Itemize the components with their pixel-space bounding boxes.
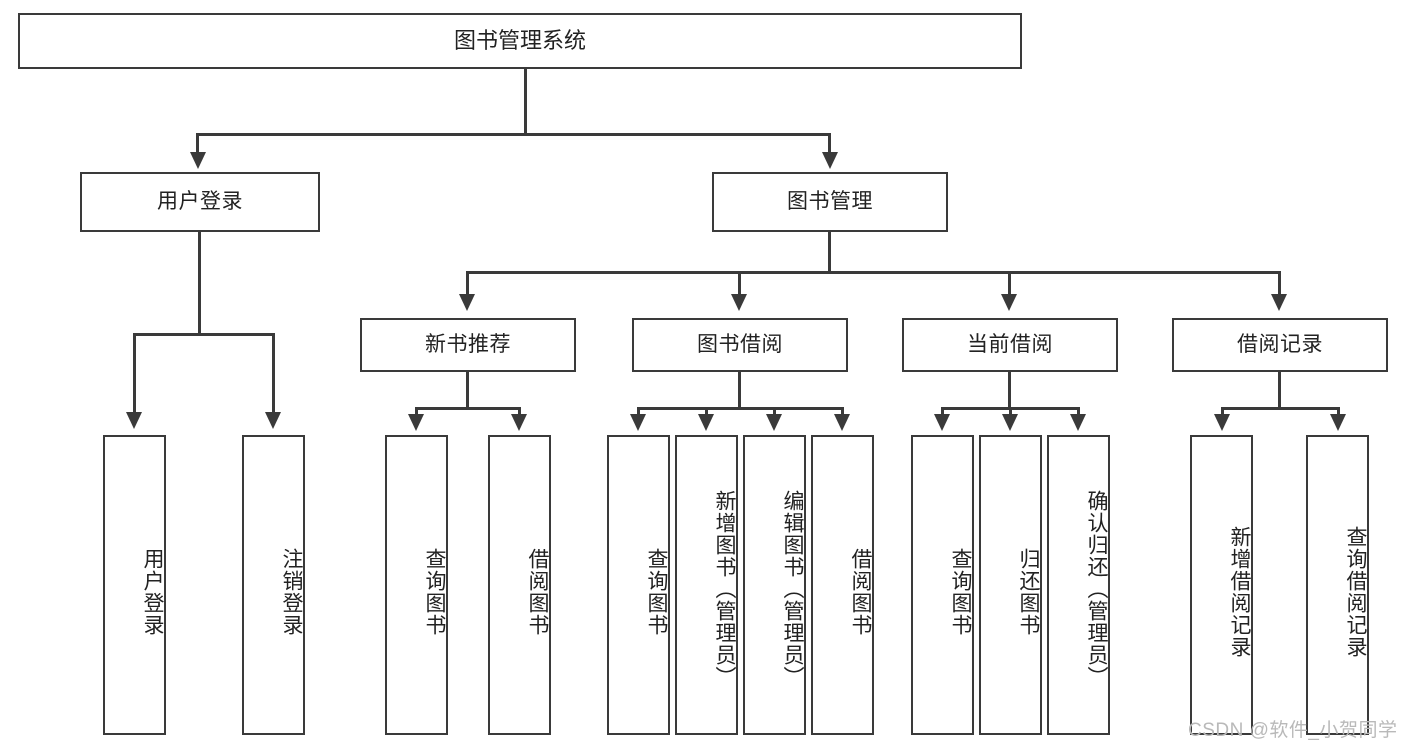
leaf-user-login-0[interactable]: 用户登录: [103, 435, 166, 735]
arrowhead-book-mgmt: [822, 152, 838, 169]
leaf-book-borrow-0[interactable]: 查询图书: [607, 435, 670, 735]
edge-book-borrow-bus: [637, 407, 843, 410]
arrowhead-user-login-leaf-1: [265, 412, 281, 429]
leaf-borrow-record-1[interactable]: 查询借阅记录: [1306, 435, 1369, 735]
leaf-current-borrow-2[interactable]: 确认归还（管理员）: [1047, 435, 1110, 735]
arrowhead-borrow-record-leaf-0: [1214, 414, 1230, 431]
edge-borrow-record-to-leaf-0: [1221, 407, 1224, 419]
edge-new-book-to-leaf-1: [518, 407, 521, 419]
node-book-borrow[interactable]: 图书借阅: [632, 318, 848, 372]
edge-book-borrow-to-leaf-0: [637, 407, 640, 419]
leaf-borrow-record-0[interactable]: 新增借阅记录: [1190, 435, 1253, 735]
node-borrow-record[interactable]: 借阅记录: [1172, 318, 1388, 372]
edge-current-borrow-stem: [1008, 372, 1011, 408]
edge-book-borrow-to-leaf-2: [773, 407, 776, 419]
arrowhead-current-borrow-leaf-1: [1002, 414, 1018, 431]
edge-book-mgmt-to-l3-0: [466, 271, 469, 297]
edge-book-mgmt-to-l3-3: [1278, 271, 1281, 297]
leaf-book-borrow-1[interactable]: 新增图书（管理员）: [675, 435, 738, 735]
edge-book-borrow-stem: [738, 372, 741, 408]
arrowhead-book-borrow-leaf-2: [766, 414, 782, 431]
edge-book-mgmt-to-l3-1: [738, 271, 741, 297]
leaf-user-login-1[interactable]: 注销登录: [242, 435, 305, 735]
arrowhead-new-book-leaf-0: [408, 414, 424, 431]
arrowhead-user-login-leaf-0: [126, 412, 142, 429]
edge-book-borrow-to-leaf-1: [705, 407, 708, 419]
edge-root-bus: [196, 133, 830, 136]
edge-book-borrow-to-leaf-3: [841, 407, 844, 419]
node-root-system[interactable]: 图书管理系统: [18, 13, 1022, 69]
edge-root-stem: [524, 69, 527, 134]
edge-current-borrow-to-leaf-1: [1009, 407, 1012, 419]
edge-new-book-stem: [466, 372, 469, 408]
leaf-new-book-1[interactable]: 借阅图书: [488, 435, 551, 735]
arrowhead-current-borrow-leaf-0: [934, 414, 950, 431]
node-current-borrow[interactable]: 当前借阅: [902, 318, 1118, 372]
leaf-current-borrow-0[interactable]: 查询图书: [911, 435, 974, 735]
leaf-current-borrow-1[interactable]: 归还图书: [979, 435, 1042, 735]
arrowhead-current-borrow-leaf-2: [1070, 414, 1086, 431]
edge-root-to-book-mgmt: [828, 133, 831, 155]
edge-root-to-user-login: [196, 133, 199, 155]
edge-borrow-record-to-leaf-1: [1337, 407, 1340, 419]
edge-user-login-stem: [198, 232, 201, 334]
arrowhead-borrow-record-leaf-1: [1330, 414, 1346, 431]
arrowhead-book-borrow-leaf-3: [834, 414, 850, 431]
arrowhead-new-book-leaf-1: [511, 414, 527, 431]
node-new-book-recommend[interactable]: 新书推荐: [360, 318, 576, 372]
arrowhead-l3-new-book: [459, 294, 475, 311]
arrowhead-l3-book-borrow: [731, 294, 747, 311]
edge-borrow-record-bus: [1221, 407, 1339, 410]
edge-current-borrow-to-leaf-2: [1077, 407, 1080, 419]
edge-user-login-to-leaf-0: [133, 333, 136, 415]
arrowhead-book-borrow-leaf-0: [630, 414, 646, 431]
leaf-book-borrow-3[interactable]: 借阅图书: [811, 435, 874, 735]
edge-new-book-bus: [415, 407, 520, 410]
leaf-new-book-0[interactable]: 查询图书: [385, 435, 448, 735]
leaf-book-borrow-2[interactable]: 编辑图书（管理员）: [743, 435, 806, 735]
arrowhead-l3-borrow-record: [1271, 294, 1287, 311]
watermark-csdn: CSDN @软件_小贺同学: [1188, 720, 1398, 741]
edge-new-book-to-leaf-0: [415, 407, 418, 419]
edge-book-mgmt-stem: [828, 232, 831, 272]
edge-book-mgmt-bus: [466, 271, 1281, 274]
arrowhead-user-login: [190, 152, 206, 169]
arrowhead-l3-current-borrow: [1001, 294, 1017, 311]
node-user-login[interactable]: 用户登录: [80, 172, 320, 232]
edge-user-login-bus: [133, 333, 275, 336]
node-book-management[interactable]: 图书管理: [712, 172, 948, 232]
arrowhead-book-borrow-leaf-1: [698, 414, 714, 431]
edge-book-mgmt-to-l3-2: [1008, 271, 1011, 297]
edge-borrow-record-stem: [1278, 372, 1281, 408]
edge-user-login-to-leaf-1: [272, 333, 275, 415]
edge-current-borrow-to-leaf-0: [941, 407, 944, 419]
